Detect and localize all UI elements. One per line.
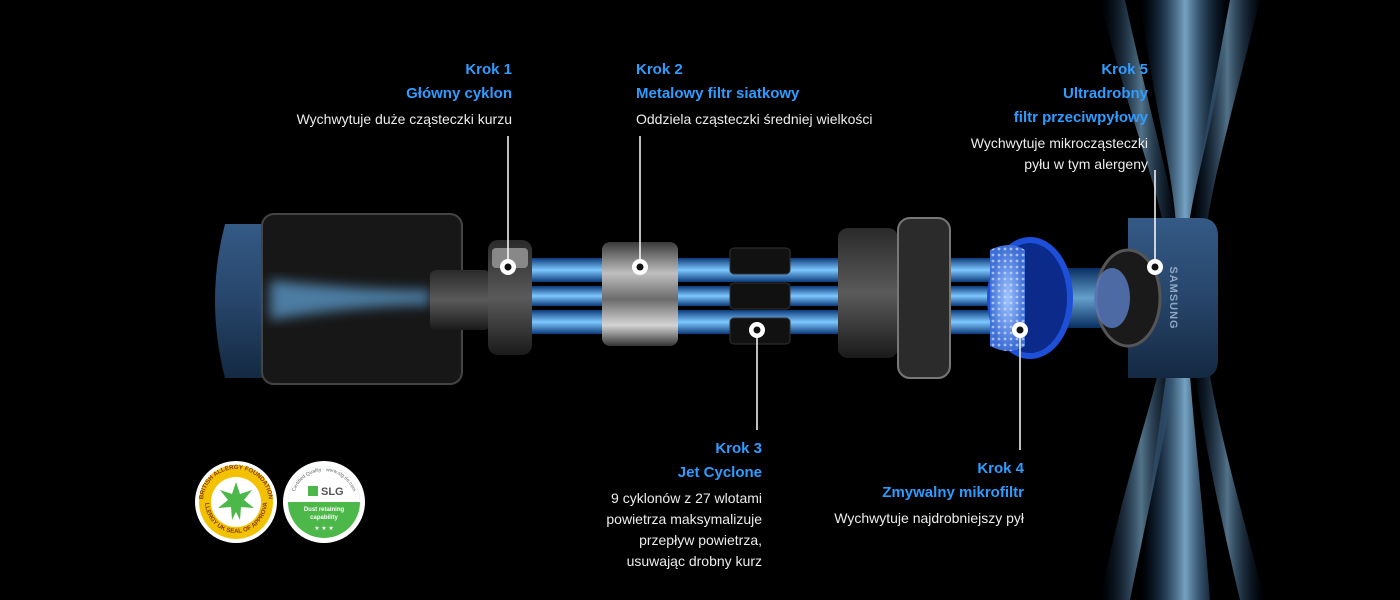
- slg-caption-line-1: Dust retaining: [304, 507, 345, 513]
- step-5-number: Krok 5: [1101, 61, 1148, 78]
- marker-4: [1012, 322, 1028, 338]
- step-4-description: Wychwytuje najdrobniejszy pył: [834, 510, 1024, 526]
- step-3-description-line: 9 cyklonów z 27 wlotami: [611, 490, 762, 506]
- step-5-label: Krok 5 Ultradrobny filtr przeciwpyłowy W…: [971, 58, 1148, 175]
- callouts: [507, 136, 1156, 450]
- step-5-description-line: pyłu w tym alergeny: [1024, 156, 1148, 172]
- step-3-description-line: przepływ powietrza,: [639, 532, 762, 548]
- dust-bin: [215, 213, 490, 385]
- slg-badge: Certified Quality · www.slg.de.com SLG D…: [283, 461, 365, 543]
- step-5-title-line-1: Ultradrobny: [1062, 85, 1148, 102]
- step-1-description: Wychwytuje duże cząsteczki kurzu: [296, 111, 512, 127]
- step-1-title: Główny cyklon: [406, 85, 512, 102]
- step-3-description: 9 cyklonów z 27 wlotami powietrza maksym…: [606, 488, 762, 572]
- motor-housing: [838, 217, 951, 379]
- step-1-label: Krok 1 Główny cyklon Wychwytuje duże czą…: [297, 58, 512, 130]
- metal-mesh-filter: [602, 242, 678, 346]
- step-5-description: Wychwytuje mikrocząsteczki pyłu w tym al…: [971, 133, 1148, 175]
- step-4-number: Krok 4: [977, 460, 1024, 477]
- marker-3: [749, 322, 765, 338]
- slg-caption-line-2: capability: [310, 515, 338, 521]
- step-4-label: Krok 4 Zmywalny mikrofiltr Wychwytuje na…: [834, 457, 1024, 529]
- step-3-label: Krok 3 Jet Cyclone 9 cyklonów z 27 wlota…: [606, 437, 762, 572]
- main-cyclone: [488, 240, 532, 355]
- step-5-title-line-2: filtr przeciwpyłowy: [1013, 109, 1148, 126]
- slg-logo: SLG: [321, 486, 344, 498]
- leaf-icon: [218, 482, 254, 520]
- step-2-label: Krok 2 Metalowy filtr siatkowy Oddziela …: [636, 58, 873, 130]
- step-2-number: Krok 2: [636, 61, 683, 78]
- samsung-logo: SAMSUNG: [1167, 266, 1179, 329]
- step-3-number: Krok 3: [715, 440, 762, 457]
- step-3-title: Jet Cyclone: [677, 464, 762, 481]
- step-2-title: Metalowy filtr siatkowy: [636, 85, 800, 102]
- marker-5: [1147, 259, 1163, 275]
- step-1-number: Krok 1: [465, 61, 512, 78]
- washable-microfilter: [987, 237, 1073, 359]
- callout-markers: [500, 259, 1163, 338]
- step-5-description-line: Wychwytuje mikrocząsteczki: [970, 135, 1148, 151]
- step-2-description: Oddziela cząsteczki średniej wielkości: [636, 111, 873, 127]
- fine-dust-filter: SAMSUNG: [1094, 218, 1218, 378]
- jet-cyclone: [729, 247, 791, 345]
- step-4-title: Zmywalny mikrofiltr: [882, 484, 1024, 501]
- step-3-description-line: usuwając drobny kurz: [626, 553, 762, 569]
- marker-2: [632, 259, 648, 275]
- slg-stars: ★ ★ ★: [314, 525, 333, 532]
- step-3-description-line: powietrza maksymalizuje: [606, 511, 762, 527]
- marker-1: [500, 259, 516, 275]
